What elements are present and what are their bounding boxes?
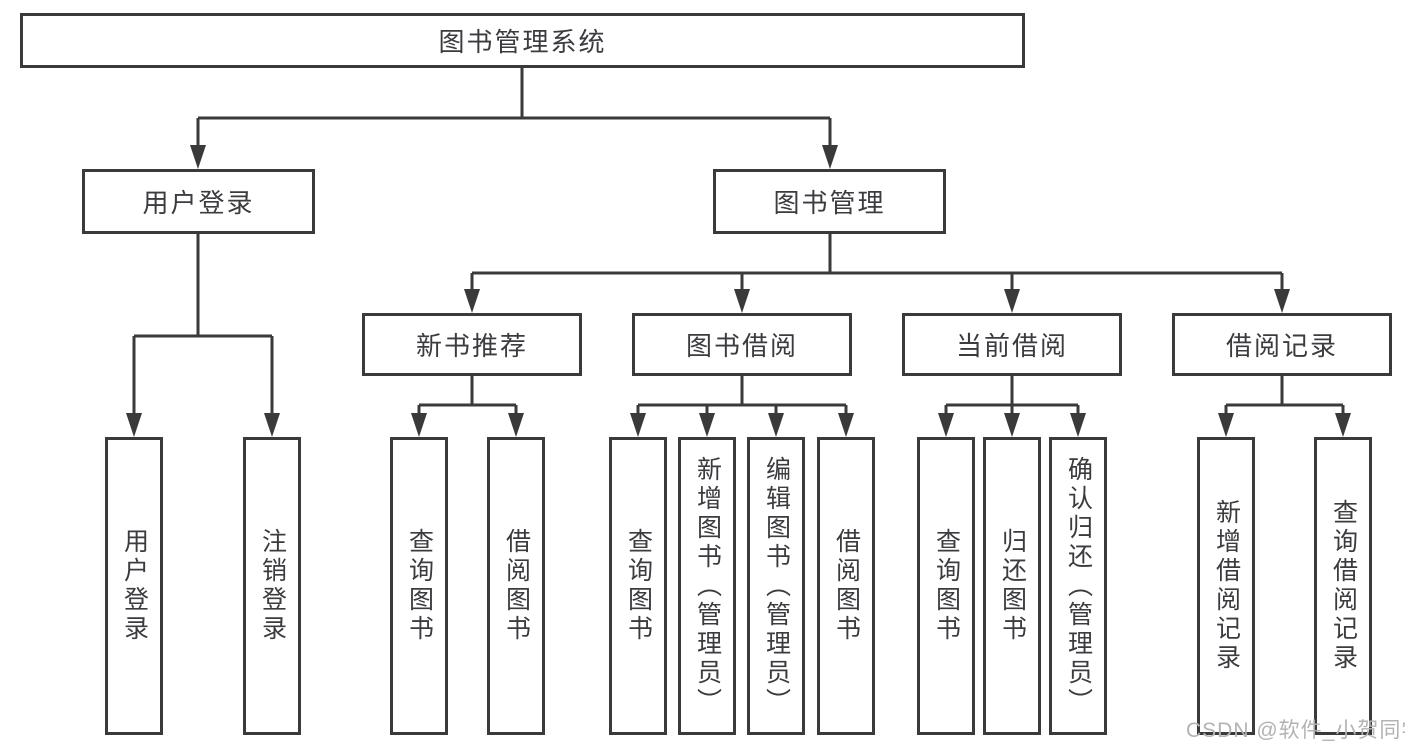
node-library-system: 图书管理系统 [20,13,1025,68]
leaf-current-query-book: 查询图书 [917,437,975,735]
node-borrow-record: 借阅记录 [1172,313,1392,376]
node-book-borrow: 图书借阅 [632,313,852,376]
leaf-borrow-query-book-label: 查询图书 [624,528,653,644]
leaf-borrow-book-label: 借阅图书 [832,528,861,644]
leaf-recommend-query-book-label: 查询图书 [405,528,434,644]
node-book-management-label: 图书管理 [773,188,886,218]
leaf-logout-login: 注销登录 [243,437,301,735]
leaf-add-borrow-record-label: 新增借阅记录 [1212,499,1241,673]
leaf-add-book-admin-label: 新增图书（管理员） [693,455,722,717]
node-new-book-recommend: 新书推荐 [362,313,582,376]
leaf-recommend-borrow-book: 借阅图书 [487,437,545,735]
node-new-book-recommend-label: 新书推荐 [415,331,528,361]
leaf-user-login: 用户登录 [105,437,163,735]
node-book-borrow-label: 图书借阅 [685,331,798,361]
node-user-login: 用户登录 [82,169,315,234]
csdn-watermark: CSDN @软件_小贺同学 [1186,719,1405,742]
leaf-edit-book-admin-label: 编辑图书（管理员） [762,455,791,717]
leaf-user-login-label: 用户登录 [120,528,149,644]
node-user-login-label: 用户登录 [142,188,255,218]
leaf-query-borrow-record-label: 查询借阅记录 [1329,499,1358,673]
leaf-query-borrow-record: 查询借阅记录 [1314,437,1372,735]
leaf-logout-login-label: 注销登录 [258,528,287,644]
leaf-borrow-book: 借阅图书 [817,437,875,735]
leaf-current-query-book-label: 查询图书 [932,528,961,644]
leaf-recommend-query-book: 查询图书 [390,437,448,735]
leaf-confirm-return-admin-label: 确认归还（管理员） [1064,455,1093,717]
leaf-return-book: 归还图书 [983,437,1041,735]
leaf-edit-book-admin: 编辑图书（管理员） [747,437,805,735]
leaf-add-borrow-record: 新增借阅记录 [1197,437,1255,735]
arrowheads [126,145,1351,437]
leaf-return-book-label: 归还图书 [998,528,1027,644]
node-library-system-label: 图书管理系统 [438,27,607,57]
leaf-add-book-admin: 新增图书（管理员） [678,437,736,735]
leaf-borrow-query-book: 查询图书 [609,437,667,735]
leaf-recommend-borrow-book-label: 借阅图书 [502,528,531,644]
node-current-borrow: 当前借阅 [902,313,1122,376]
node-borrow-record-label: 借阅记录 [1225,331,1338,361]
node-book-management: 图书管理 [713,169,946,234]
leaf-confirm-return-admin: 确认归还（管理员） [1049,437,1107,735]
node-current-borrow-label: 当前借阅 [955,331,1068,361]
